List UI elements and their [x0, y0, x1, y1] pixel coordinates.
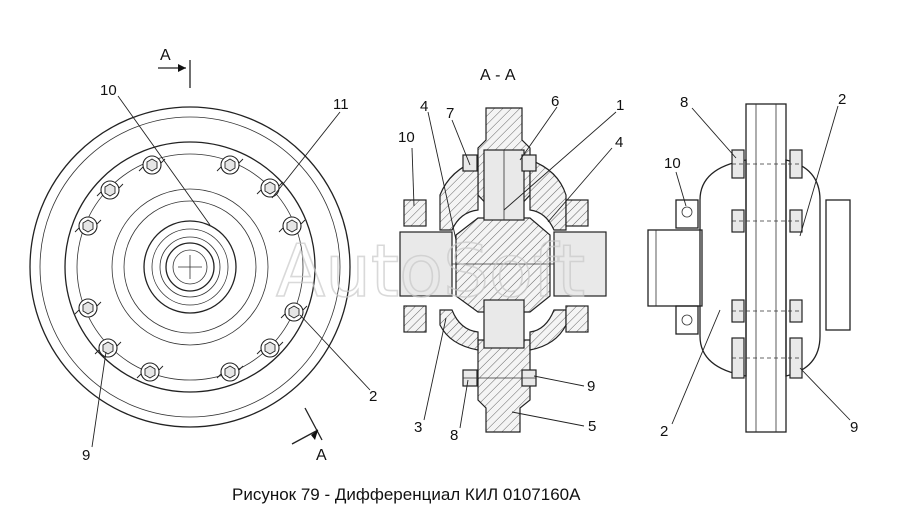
callout-section-7: 7	[446, 105, 454, 122]
section-view: А - А	[398, 67, 624, 444]
callout-front-2: 2	[369, 388, 377, 405]
figure-caption: Рисунок 79 - Дифференциал КИЛ 0107160А	[232, 485, 581, 504]
callout-side-9: 9	[850, 419, 858, 436]
side-bolts	[731, 149, 803, 379]
callout-section-9: 9	[587, 378, 595, 395]
callout-front-9: 9	[82, 447, 90, 464]
front-bolt-ring	[74, 155, 308, 382]
callout-front-10: 10	[100, 82, 117, 99]
section-mark-bottom: А	[316, 447, 327, 464]
callout-side-2a: 2	[838, 91, 846, 108]
front-view: А А 10 11 2 9	[29, 47, 377, 464]
callout-section-8: 8	[450, 427, 458, 444]
watermark: AutoSoft	[276, 229, 585, 313]
callout-section-3: 3	[414, 419, 422, 436]
callout-side-2b: 2	[660, 423, 668, 440]
section-title: А - А	[480, 67, 516, 84]
callout-section-4a: 4	[420, 98, 428, 115]
callout-side-10: 10	[664, 155, 681, 172]
callout-section-1: 1	[616, 97, 624, 114]
callout-section-6: 6	[551, 93, 559, 110]
section-mark-top: А	[160, 47, 171, 64]
callout-section-10: 10	[398, 129, 415, 146]
callout-front-11: 11	[333, 96, 349, 113]
callout-section-5: 5	[588, 418, 596, 435]
side-view: 8 10 2 2 9	[647, 91, 858, 440]
callout-side-8: 8	[680, 94, 688, 111]
callout-section-4b: 4	[615, 134, 623, 151]
